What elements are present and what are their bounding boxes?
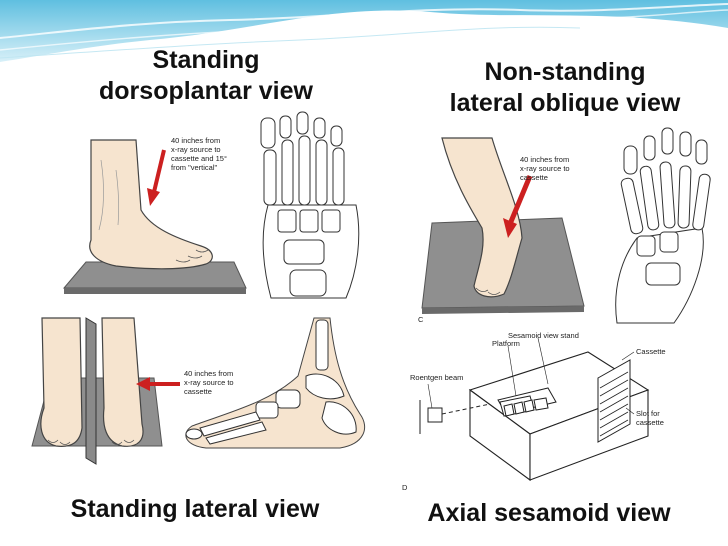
header-wave-banner	[0, 0, 728, 80]
foot-skeleton-lateral	[185, 319, 357, 445]
cassette-edge	[422, 306, 584, 314]
foot-skeleton-oblique	[615, 127, 711, 324]
title-nonstanding-lateral-oblique: Non-standing lateral oblique view	[410, 57, 720, 119]
title-line-2: dorsoplantar view	[99, 77, 313, 105]
roentgen-beam-source	[419, 400, 491, 434]
label-slot-line-1: Slot for	[636, 409, 660, 418]
title-line-2: lateral oblique view	[449, 89, 681, 117]
title-line-1: Standing	[152, 46, 260, 74]
note-line: cassette	[184, 387, 212, 396]
label-cassette: Cassette	[636, 347, 666, 356]
beam-arrow-head	[503, 218, 517, 238]
panel-letter: D	[402, 483, 408, 492]
title-axial-sesamoid: Axial sesamoid view	[427, 499, 671, 527]
beam-arrow-head	[147, 188, 160, 206]
panel-standing-dorsoplantar: 40 inches from x-ray source to cassette …	[56, 110, 376, 308]
cassette-edge	[64, 288, 246, 294]
label-slot-line-2: cassette	[636, 418, 664, 427]
axial-sesamoid-diagram: Sesamoid view stand Platform Cassette Ro…	[398, 330, 720, 494]
note-line: x-ray source to	[184, 378, 234, 387]
title-standing-lateral: Standing lateral view	[70, 495, 320, 523]
panel-letter: C	[418, 315, 424, 324]
vertical-cassette	[85, 317, 97, 465]
left-foot-drawing	[40, 317, 83, 447]
note-line: cassette	[520, 173, 548, 182]
standing-lat-illustration: 40 inches from x-ray source to cassette	[31, 317, 365, 465]
foot-on-stand	[499, 395, 549, 417]
label-roentgen-beam: Roentgen beam	[410, 373, 463, 382]
beam-arrow-head	[136, 377, 150, 391]
note-line: 40 inches from	[184, 369, 233, 378]
beam-arrow	[507, 175, 533, 225]
title-standing-dorsoplantar: Standing dorsoplantar view	[56, 45, 356, 107]
panel-standing-lateral: 40 inches from x-ray source to cassette	[30, 316, 376, 468]
panel-axial-sesamoid: Sesamoid view stand Platform Cassette Ro…	[398, 330, 720, 494]
right-foot-drawing	[101, 317, 144, 447]
note-line: from "vertical"	[171, 163, 218, 172]
foot-skeleton-dorsoplantar	[260, 111, 360, 299]
title-line-1: Non-standing	[484, 58, 646, 86]
foot-drawing	[89, 139, 213, 270]
label-platform: Platform	[492, 339, 520, 348]
note-line: x-ray source to	[171, 145, 221, 154]
note-line: cassette and 15°	[171, 154, 227, 163]
standing-dp-illustration: 40 inches from x-ray source to cassette …	[62, 111, 360, 299]
nonstanding-lo-illustration: 40 inches from x-ray source to cassette …	[418, 127, 711, 324]
note-line: 40 inches from	[171, 136, 220, 145]
note-line: 40 inches from	[520, 155, 569, 164]
beam-arrow	[152, 149, 166, 193]
cassette-hatched	[597, 359, 631, 443]
note-line: x-ray source to	[520, 164, 570, 173]
panel-nonstanding-lateral-oblique: 40 inches from x-ray source to cassette …	[412, 118, 724, 328]
label-sesamoid-view-stand: Sesamoid view stand	[508, 331, 579, 340]
